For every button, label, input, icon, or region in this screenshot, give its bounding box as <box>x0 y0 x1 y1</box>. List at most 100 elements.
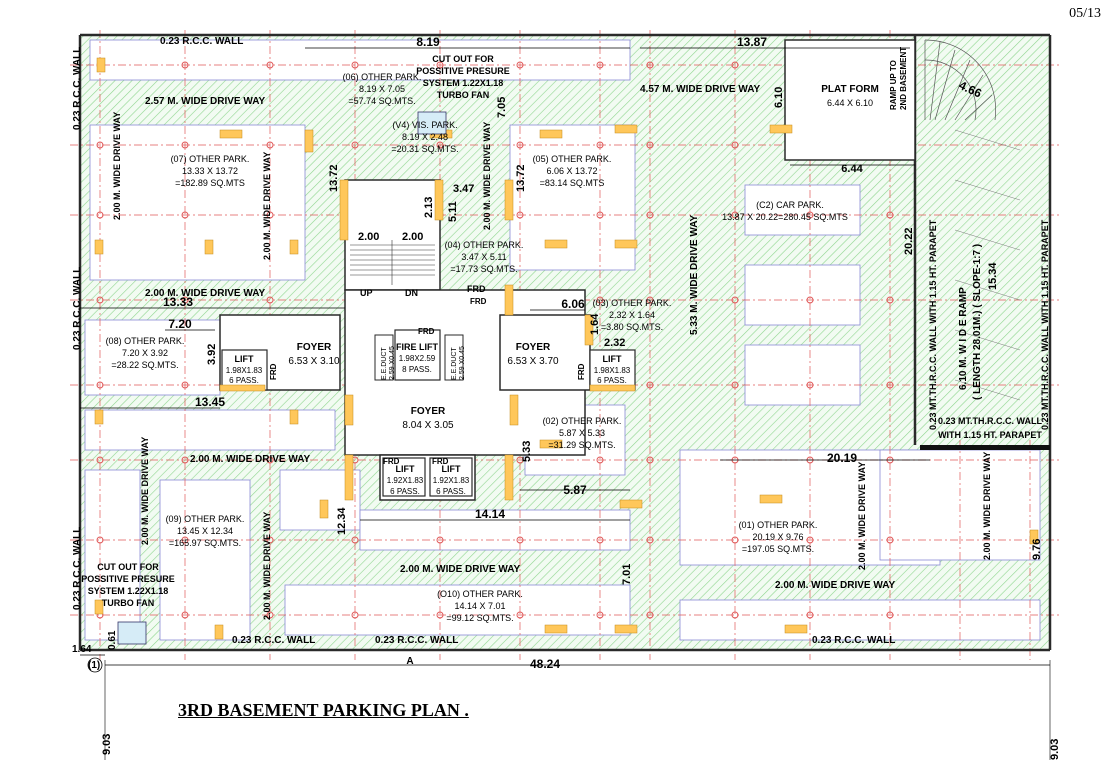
park-label: (O10) OTHER PARK. <box>437 589 523 599</box>
driveway-label: 2.00 M. WIDE DRIVE WAY <box>262 152 272 260</box>
dimension: 3.92 <box>206 344 218 365</box>
park-label: (08) OTHER PARK. <box>106 336 185 346</box>
column-marker <box>436 141 444 149</box>
column-marker <box>266 536 274 544</box>
cutout-label: SYSTEM 1.22X1.18 <box>88 586 169 596</box>
park-label: =20.31 SQ.MTS. <box>391 144 458 154</box>
dimension: 6.06 <box>561 297 585 311</box>
dimension: 9.03 <box>101 734 113 755</box>
dimension: 13.72 <box>328 164 340 192</box>
leader-lines <box>104 660 1051 760</box>
column-marker <box>516 536 524 544</box>
cutout-label: POSSITIVE PRESURE <box>81 574 175 584</box>
park-label: (07) OTHER PARK. <box>171 154 250 164</box>
lift-label: LIFT <box>603 354 622 364</box>
ramp-wall-label: 0.23 MT.TH.R.C.C. WALL WITH 1.15 HT. PAR… <box>1040 219 1050 430</box>
column-marker <box>731 296 739 304</box>
driveway-label: 2.00 M. WIDE DRIVE WAY <box>982 452 992 560</box>
grid-markers <box>87 657 103 673</box>
staircase <box>350 240 435 285</box>
driveway-label: 2.00 M. WIDE DRIVE WAY <box>857 462 867 570</box>
column-marker <box>886 611 894 619</box>
column-marker <box>181 536 189 544</box>
column-marker <box>806 296 814 304</box>
column-marker <box>96 211 104 219</box>
column-marker <box>266 456 274 464</box>
park-label: (C2) CAR PARK. <box>756 200 824 210</box>
park-label: 7.20 X 3.92 <box>122 348 168 358</box>
park-label: =17.73 SQ.MTS. <box>450 264 517 274</box>
dimension: 6.44 <box>841 163 863 175</box>
column-marker <box>596 456 604 464</box>
column-marker <box>96 536 104 544</box>
park-label: 13.33 X 13.72 <box>182 166 238 176</box>
driveway-label: 2.00 M. WIDE DRIVE WAY <box>145 288 266 299</box>
column-marker <box>596 611 604 619</box>
park-label: (01) OTHER PARK. <box>739 520 818 530</box>
park-label: 13.87 X 20.22=280.45 SQ.MTS <box>722 212 848 222</box>
column-marker <box>266 611 274 619</box>
dimension: 2.32 <box>604 337 625 349</box>
column-marker <box>96 456 104 464</box>
column-marker <box>806 611 814 619</box>
dimension-lines <box>80 47 1050 666</box>
stair-up: UP <box>360 288 373 298</box>
park-label: =83.14 SQ.MTS <box>540 178 605 188</box>
driveway-label: 4.57 M. WIDE DRIVE WAY <box>640 84 761 95</box>
column-marker <box>886 211 894 219</box>
turbo-fan-cutout-top <box>417 111 447 135</box>
column-marker <box>646 611 654 619</box>
dimension: 1.64 <box>72 644 92 655</box>
dimension: 13.87 <box>737 35 767 49</box>
duct-label: 2.59 X0.45 <box>389 346 396 380</box>
dimension: 6.10 <box>773 87 785 108</box>
park-label: 6.06 X 13.72 <box>546 166 597 176</box>
dimension: 2.13 <box>423 197 435 218</box>
park-label: 8.19 X 2.48 <box>402 132 448 142</box>
stair-down: DN <box>405 288 418 298</box>
ramp-label: ( LENGTH 28.01M.) ( SLOPE-1:7 ) <box>972 244 983 400</box>
column-marker <box>516 141 524 149</box>
column-marker <box>731 211 739 219</box>
dimension: 20.19 <box>827 451 857 465</box>
park-label: 8.19 X 7.05 <box>359 84 405 94</box>
frd-label: FRD <box>418 327 435 336</box>
wall-label: 0.23 R.C.C. WALL <box>232 635 315 646</box>
wall-label: 0.23 R.C.C. WALL <box>72 267 83 350</box>
park-label: =99.12 SQ.MTS. <box>446 613 513 623</box>
dimension: 20.22 <box>903 227 915 255</box>
dimension: 7.01 <box>621 564 633 585</box>
dimension: 5.87 <box>563 483 587 497</box>
dimension: 48.24 <box>530 657 560 671</box>
wall-label: 0.23 R.C.C. WALL <box>375 635 458 646</box>
dimension: 2.00 <box>358 231 379 243</box>
park-label: (06) OTHER PARK. <box>343 72 422 82</box>
column-marker <box>266 61 274 69</box>
park-label: 14.14 X 7.01 <box>454 601 505 611</box>
cutout-label: TURBO FAN <box>102 598 155 608</box>
column-marker <box>596 141 604 149</box>
park-label: =31.29 SQ.MTS. <box>548 440 615 450</box>
ramp-note: WITH 1.15 HT. PARAPET <box>938 430 1042 440</box>
park-label: (V4) VIS. PARK. <box>392 120 457 130</box>
column-marker <box>596 211 604 219</box>
dimension: 8.19 <box>416 35 440 49</box>
fire-lift-label: 8 PASS. <box>402 365 432 374</box>
column-marker <box>646 456 654 464</box>
column-marker <box>266 141 274 149</box>
cutout-label: SYSTEM 1.22X1.18 <box>423 78 504 88</box>
ramp-lines <box>954 129 1021 401</box>
duct-label: E.E.DUCT <box>451 347 458 380</box>
wall-label: 0.23 R.C.C. WALL <box>812 635 895 646</box>
dimension: 3.47 <box>453 183 474 195</box>
lift-label: 6 PASS. <box>390 487 420 496</box>
grid-marker-label: (1) <box>88 660 100 671</box>
park-label: =57.74 SQ.MTS. <box>348 96 415 106</box>
lift-label: 6 PASS. <box>436 487 466 496</box>
frd-label: FRD <box>269 363 278 380</box>
wall-label: 0.23 R.C.C. WALL <box>72 47 83 130</box>
ramp-curve <box>924 39 996 121</box>
dimension: 2.00 <box>402 231 423 243</box>
column-marker <box>886 536 894 544</box>
park-label: =197.05 SQ.MTS. <box>742 544 814 554</box>
